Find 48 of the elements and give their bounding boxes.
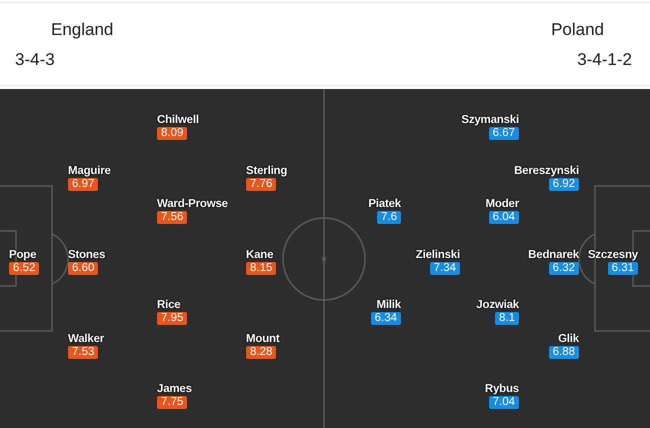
player-name: Pope <box>9 248 36 262</box>
rating-badge: 6.34 <box>370 312 401 325</box>
player-name: Glik <box>558 332 579 346</box>
team-name: England <box>51 20 114 40</box>
rating-badge: 7.34 <box>430 262 460 275</box>
player-name: Szczesny <box>588 248 638 262</box>
rating-badge: 8.15 <box>246 262 276 275</box>
rating-badge: 6.97 <box>68 178 98 191</box>
player-name: Mount <box>246 332 280 346</box>
player-name: Stones <box>68 248 106 262</box>
rating-badge: 6.92 <box>548 178 579 191</box>
player-name: Zielinski <box>416 248 460 262</box>
player-name: Maguire <box>68 164 111 178</box>
rating-badge: 7.76 <box>246 178 276 191</box>
player-name: Bereszynski <box>514 164 579 178</box>
player-name: James <box>157 382 192 396</box>
player-name: Bednarek <box>528 248 579 262</box>
rating-badge: 6.67 <box>488 127 519 140</box>
player-name: Milik <box>376 298 401 312</box>
rating-badge: 6.04 <box>488 211 519 224</box>
player-name: Moder <box>485 197 519 211</box>
rating-badge: 7.56 <box>157 211 188 224</box>
rating-badge: 7.53 <box>68 346 98 359</box>
rating-badge: 8.1 <box>495 312 519 325</box>
player-name: Rice <box>157 298 180 312</box>
rating-badge: 6.60 <box>68 262 98 275</box>
player-name: Ward-Prowse <box>157 197 228 211</box>
player-name: Chilwell <box>157 113 199 127</box>
player-name: Jozwiak <box>476 298 519 312</box>
rating-badge: 8.28 <box>246 346 276 359</box>
formation: 3-4-1-2 <box>577 50 632 70</box>
rating-badge: 7.95 <box>157 312 188 325</box>
player-name: Szymanski <box>461 113 519 127</box>
rating-badge: 6.31 <box>608 262 638 275</box>
rating-badge: 7.04 <box>488 396 519 409</box>
player-name: Sterling <box>246 164 288 178</box>
player-name: Kane <box>246 248 274 262</box>
rating-badge: 6.32 <box>548 262 579 275</box>
team-name: Poland <box>551 20 604 40</box>
player-name: Rybus <box>484 382 519 396</box>
rating-badge: 7.75 <box>157 396 188 409</box>
rating-badge: 6.52 <box>9 262 40 275</box>
rating-badge: 6.88 <box>548 346 579 359</box>
player-name: Walker <box>68 332 104 346</box>
player-name: Piatek <box>368 197 401 211</box>
formation: 3-4-3 <box>15 50 55 70</box>
rating-badge: 7.6 <box>377 211 401 224</box>
rating-badge: 8.09 <box>157 127 188 140</box>
